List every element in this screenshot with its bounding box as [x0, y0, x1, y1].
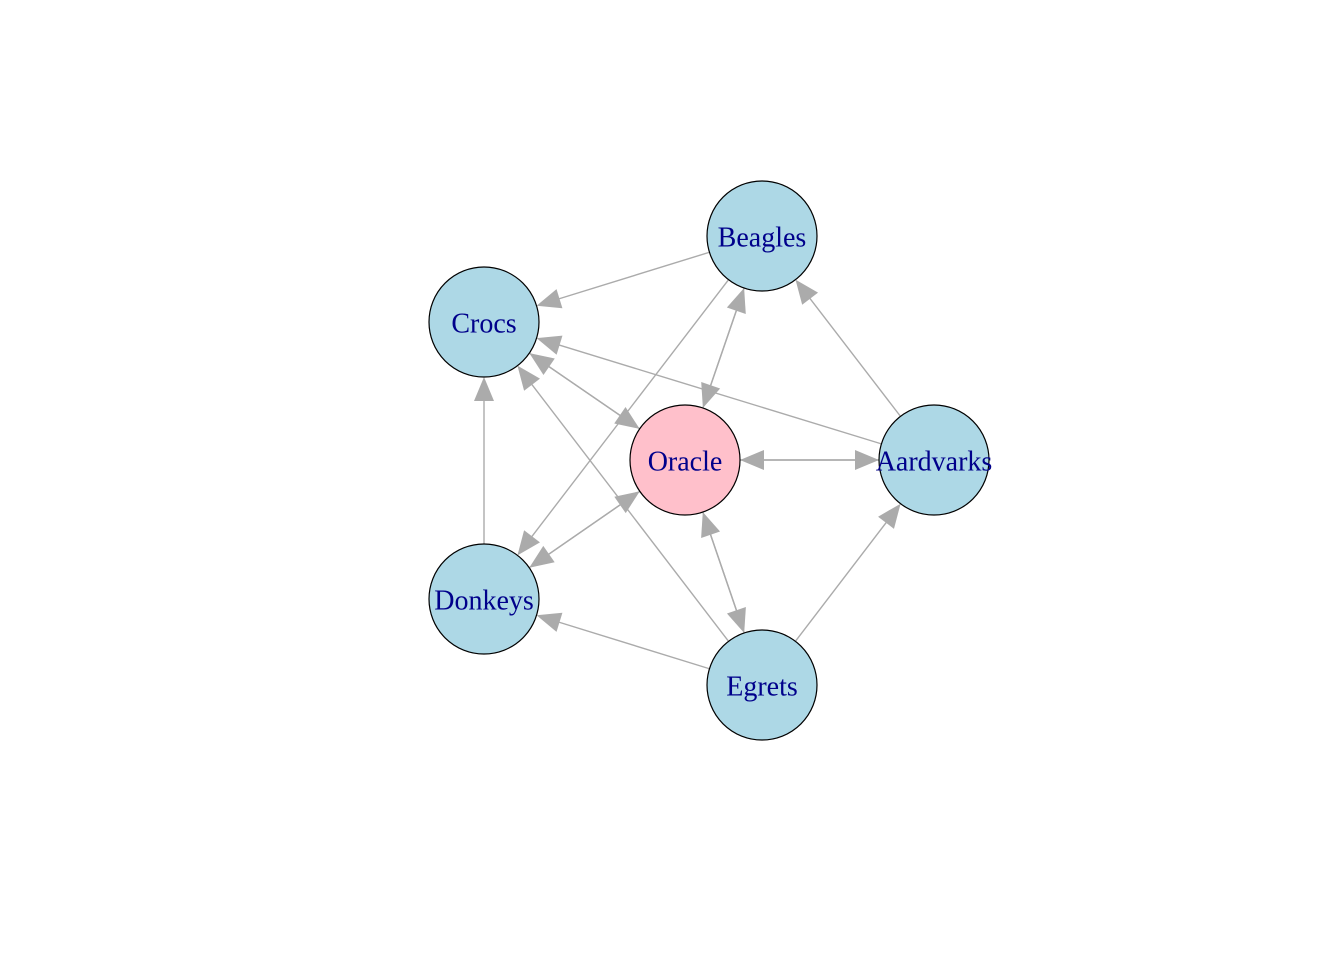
arrowhead-icon — [740, 450, 764, 470]
arrowhead-icon — [536, 612, 563, 632]
edge-aardvarks-to-beagles — [795, 279, 902, 417]
arrowhead-icon — [614, 491, 640, 514]
edge-donkeys-to-crocs — [474, 377, 494, 544]
arrowhead-icon — [614, 407, 640, 429]
edge-line — [706, 287, 745, 395]
node-egrets: Egrets — [706, 629, 818, 741]
arrowhead-icon — [795, 279, 819, 305]
edge-beagles-to-oracle — [701, 287, 745, 408]
arrowhead-icon — [701, 382, 721, 408]
node-label: Oracle — [648, 447, 723, 478]
edge-egrets-to-aardvarks — [794, 503, 901, 642]
node-crocs: Crocs — [428, 266, 540, 378]
edge-donkeys-to-oracle — [528, 491, 640, 569]
arrowhead-icon — [726, 607, 746, 633]
node-donkeys: Donkeys — [428, 543, 540, 655]
node-circle — [629, 404, 741, 516]
node-circle — [878, 404, 990, 516]
node-label: Egrets — [726, 672, 798, 703]
node-label: Donkeys — [434, 586, 534, 617]
node-label: Aardvarks — [876, 447, 993, 478]
arrowhead-icon — [517, 365, 540, 391]
edge-line — [528, 498, 629, 569]
arrowhead-icon — [529, 353, 555, 375]
edges-layer — [474, 251, 902, 670]
edge-line — [794, 514, 893, 642]
arrowhead-icon — [529, 545, 555, 568]
node-beagles: Beagles — [706, 180, 818, 292]
arrowhead-icon — [517, 530, 540, 556]
edge-aardvarks-to-oracle — [740, 450, 879, 470]
edge-line — [550, 251, 710, 303]
arrowhead-icon — [726, 288, 746, 314]
node-circle — [428, 266, 540, 378]
edge-beagles-to-crocs — [536, 251, 710, 309]
arrowhead-icon — [878, 503, 901, 529]
node-circle — [706, 180, 818, 292]
edge-egrets-to-oracle — [701, 512, 745, 634]
edge-line — [528, 352, 629, 422]
edge-crocs-to-oracle — [528, 352, 640, 429]
node-oracle: Oracle — [629, 404, 741, 516]
node-label: Crocs — [451, 309, 516, 340]
edge-line — [706, 525, 745, 634]
arrowhead-icon — [536, 289, 563, 309]
node-label: Beagles — [718, 223, 807, 254]
edge-line — [803, 290, 902, 417]
node-aardvarks: Aardvarks — [876, 404, 993, 516]
arrowhead-icon — [701, 512, 721, 538]
edge-line — [550, 618, 710, 670]
arrowhead-icon — [536, 335, 563, 355]
edge-egrets-to-donkeys — [536, 612, 710, 670]
node-circle — [428, 543, 540, 655]
node-circle — [706, 629, 818, 741]
arrowhead-icon — [474, 377, 494, 401]
